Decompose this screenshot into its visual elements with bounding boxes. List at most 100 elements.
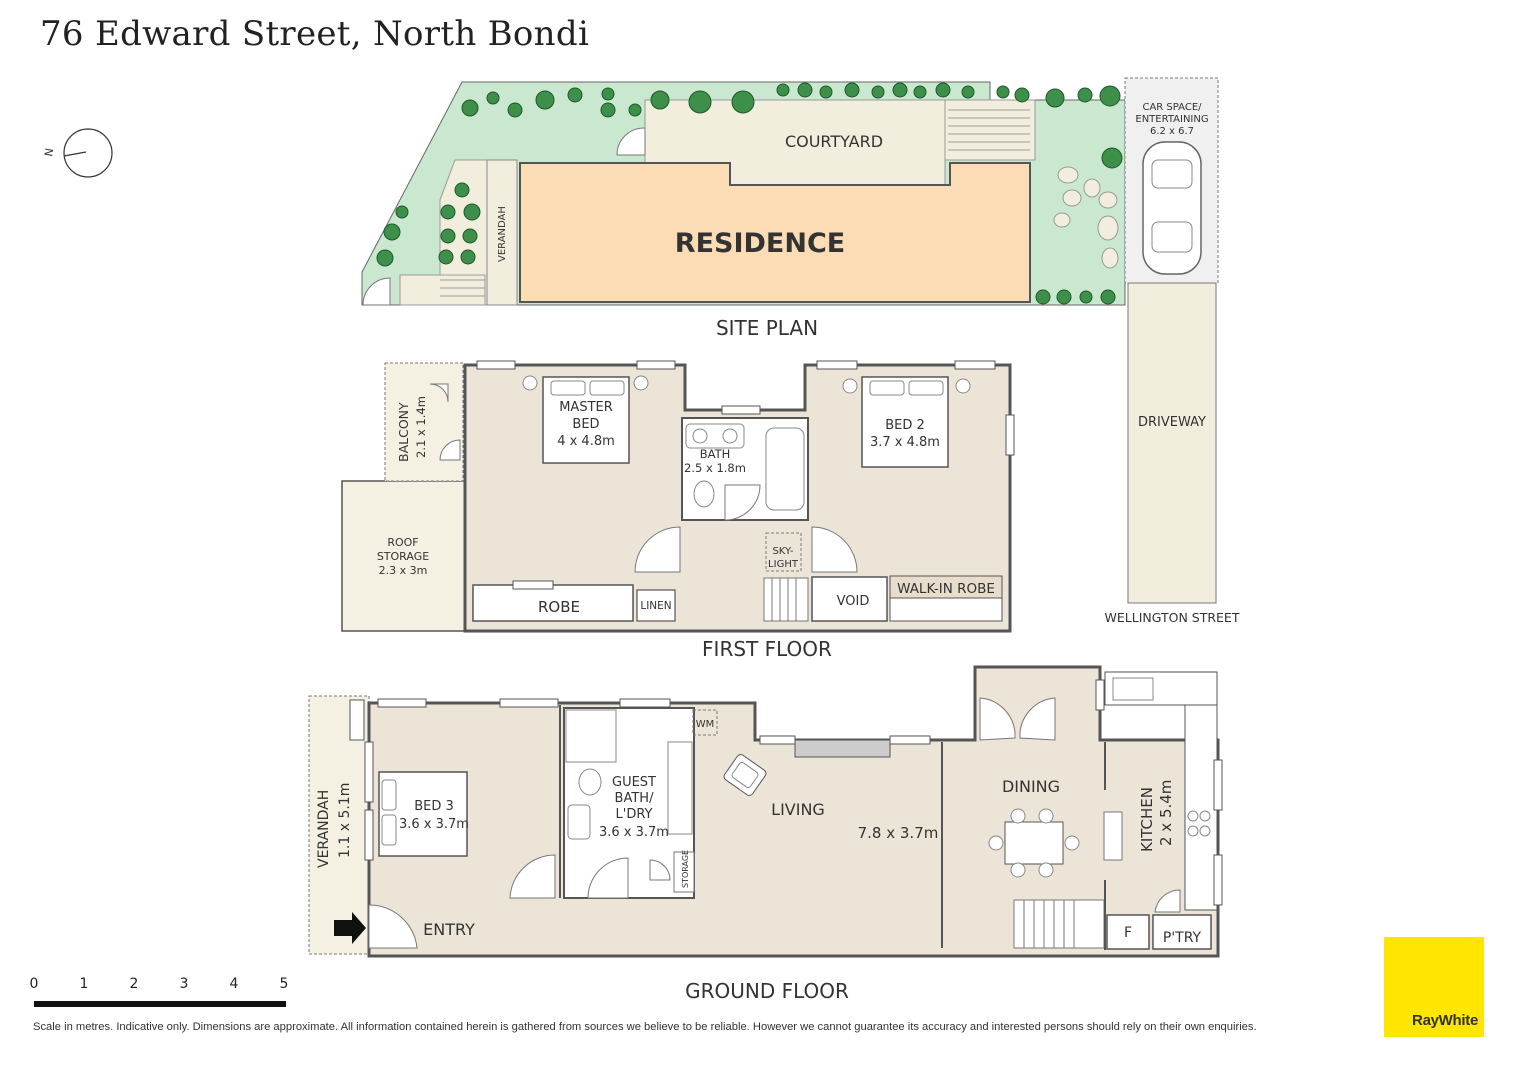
- master-label-1: MASTER: [559, 400, 613, 415]
- compass-icon: N: [42, 128, 113, 178]
- scale-tick: 3: [179, 976, 189, 992]
- wm-label: WM: [696, 719, 715, 730]
- raywhite-logo: RayWhite: [1384, 937, 1484, 1037]
- entry-arrow-icon: [334, 912, 366, 944]
- site-stairs: [948, 109, 1030, 151]
- first-floor-plan: BALCONY 2.1 x 1.4m ROOF STORAGE 2.3 x 3m…: [341, 360, 1015, 661]
- bath-label: BATH: [700, 447, 731, 461]
- island-bench: [1103, 811, 1123, 861]
- kitchen-dim: 2 x 5.4m: [1157, 780, 1175, 846]
- scale-tick: 0: [29, 976, 39, 992]
- basin-icon: [722, 428, 738, 444]
- door-swing: [509, 854, 556, 899]
- bed3-dim: 3.6 x 3.7m: [399, 817, 469, 832]
- guest-label-3: L'DRY: [616, 807, 653, 822]
- entry-label: ENTRY: [423, 920, 475, 939]
- roof-storage-label-2: STORAGE: [377, 550, 429, 563]
- living-label: LIVING: [771, 800, 825, 819]
- pantry-label: P'TRY: [1163, 930, 1202, 946]
- door-swing: [587, 857, 629, 899]
- scale-tick: 4: [229, 976, 239, 992]
- side-path-stairs: [399, 274, 486, 306]
- stepping-stones: [1053, 166, 1119, 269]
- ground-stairs: [1013, 899, 1105, 949]
- ground-windows: [349, 679, 1223, 906]
- courtyard-gate: [616, 127, 646, 156]
- roof-storage-label-1: ROOF: [387, 536, 418, 549]
- bed2-label: BED 2: [885, 418, 925, 433]
- logo-text: RayWhite: [1412, 1012, 1478, 1029]
- ground-floor-plan: VERANDAH 1.1 x 5.1m BED 3 3.6 x 3.7m WM …: [308, 665, 1223, 1003]
- washing-machine: [692, 709, 718, 736]
- residence-block: [519, 162, 1031, 303]
- door-swing: [649, 859, 671, 881]
- fireplace: [794, 739, 891, 758]
- door-swing: [1154, 889, 1181, 913]
- storage-label: STORAGE: [681, 850, 690, 888]
- compass-north: N: [42, 147, 56, 157]
- bath-dim: 2.5 x 1.8m: [684, 461, 746, 475]
- master-bed-icon: [522, 375, 649, 464]
- guest-dim: 3.6 x 3.7m: [599, 825, 669, 840]
- driveway: [1127, 282, 1217, 604]
- roof-storage: [341, 480, 466, 632]
- robe: [472, 584, 634, 622]
- door-swing: [634, 526, 681, 573]
- balcony-label: BALCONY: [396, 402, 411, 462]
- entry-door: [368, 904, 418, 949]
- fridge: [1106, 914, 1150, 950]
- guest-label-1: GUEST: [612, 775, 656, 790]
- scale-bar-line: [34, 1001, 286, 1007]
- living-dim: 7.8 x 3.7m: [858, 824, 939, 842]
- french-door: [979, 697, 1016, 741]
- door-swing: [429, 383, 449, 403]
- french-door: [1019, 697, 1056, 741]
- door-swing: [811, 526, 858, 573]
- skylight-label-2: LIGHT: [768, 559, 799, 570]
- skylight: [765, 532, 802, 572]
- car-space-label-2: ENTERTAINING: [1135, 114, 1208, 125]
- basin-icon: [567, 804, 591, 840]
- roof-storage-dim: 2.3 x 3m: [379, 564, 428, 577]
- toilet-icon: [578, 768, 602, 796]
- door-swing: [724, 484, 761, 521]
- courtyard-label: COURTYARD: [785, 132, 883, 151]
- site-verandah-label: VERANDAH: [497, 206, 508, 262]
- cooktop-icon: [1187, 810, 1211, 837]
- scale-tick: 2: [129, 976, 139, 992]
- internal-walls: [559, 705, 1106, 950]
- kitchen-label: KITCHEN: [1138, 787, 1156, 852]
- site-plan: RESIDENCE COURTYARD VERANDAH CAR SPACE/ …: [361, 77, 1240, 625]
- ground-verandah-dim: 1.1 x 5.1m: [337, 783, 353, 858]
- linen-label: LINEN: [640, 600, 671, 612]
- linen: [636, 589, 676, 622]
- bed2-dim: 3.7 x 4.8m: [870, 435, 940, 450]
- disclaimer: Scale in metres. Indicative only. Dimens…: [33, 1021, 1257, 1033]
- toilet-icon: [693, 480, 715, 508]
- garden-shrubs: [376, 82, 1123, 305]
- walkin-label: WALK-IN ROBE: [897, 581, 995, 597]
- first-floor-heading: FIRST FLOOR: [702, 637, 832, 661]
- street-label: WELLINGTON STREET: [1105, 610, 1240, 625]
- void: [811, 576, 888, 622]
- ground-verandah-label: VERANDAH: [316, 790, 332, 868]
- scale-tick: 1: [79, 976, 89, 992]
- residence-label: RESIDENCE: [675, 228, 845, 259]
- bed3-label: BED 3: [414, 799, 454, 814]
- site-plan-heading: SITE PLAN: [716, 316, 818, 340]
- scale-tick: 5: [279, 976, 289, 992]
- void-label: VOID: [837, 594, 870, 609]
- scale-bar: 0 1 2 3 4 5: [28, 976, 298, 1016]
- ground-floor-heading: GROUND FLOOR: [685, 979, 849, 1003]
- side-gate: [362, 277, 391, 306]
- bed3-icon: [378, 771, 468, 857]
- walk-in-shelf: [889, 597, 1003, 622]
- laundry-bench: [667, 741, 693, 835]
- car-space-label-3: 6.2 x 6.7: [1150, 126, 1194, 137]
- windows: [476, 360, 1015, 590]
- storage-cupboard: [673, 851, 695, 893]
- master-label-2: BED: [572, 417, 599, 432]
- guest-label-2: BATH/: [615, 791, 655, 806]
- driveway-label: DRIVEWAY: [1138, 415, 1206, 430]
